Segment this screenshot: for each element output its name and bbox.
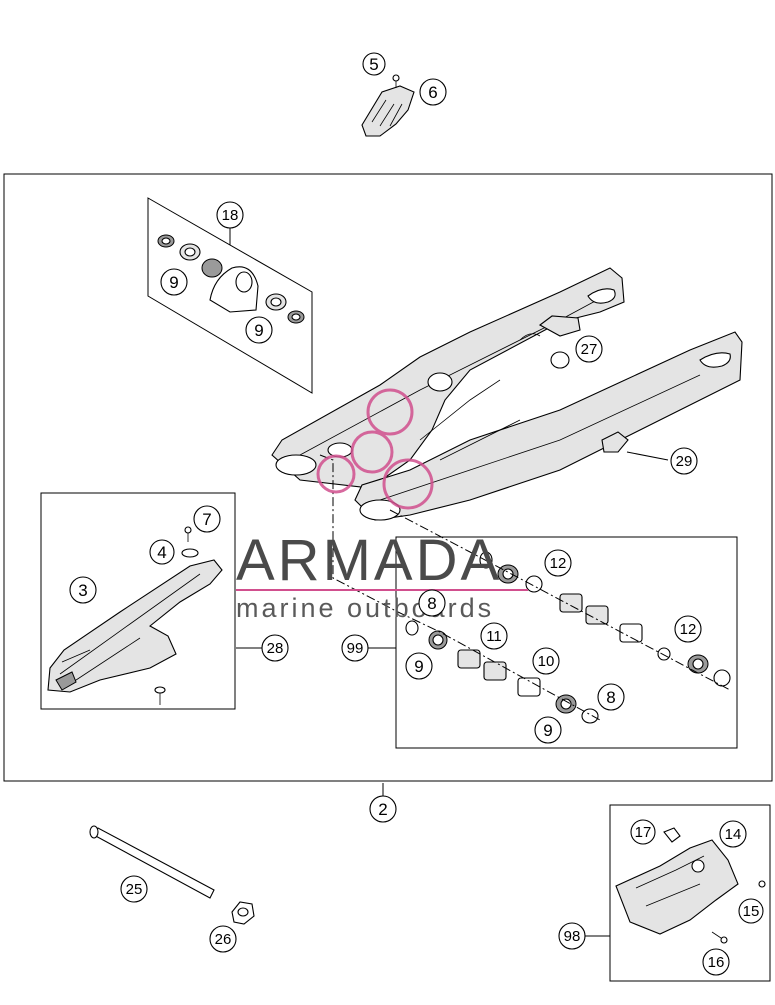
svg-text:5: 5 <box>369 55 378 74</box>
bearing-kit-box <box>147 197 313 394</box>
svg-text:25: 25 <box>126 881 143 898</box>
callout-15: 15 <box>738 898 764 924</box>
chain-guide-parts <box>615 827 766 944</box>
svg-text:17: 17 <box>635 824 652 841</box>
callout-16: 16 <box>702 948 730 976</box>
brand-logo-mark <box>316 388 434 510</box>
main-assembly-frame <box>3 173 773 782</box>
svg-text:11: 11 <box>486 628 502 645</box>
svg-text:8: 8 <box>606 688 615 707</box>
callout-9-a: 9 <box>160 268 188 296</box>
callout-9-b: 9 <box>245 316 273 344</box>
svg-text:9: 9 <box>254 321 263 340</box>
callout-10: 10 <box>532 647 560 675</box>
bearing-kit-parts <box>157 234 305 324</box>
callout-11: 11 <box>480 622 508 650</box>
chain-slider-box <box>40 492 236 710</box>
callout-3: 3 <box>69 576 97 604</box>
callout-7: 7 <box>193 505 221 533</box>
callout-14: 14 <box>719 820 747 848</box>
svg-text:12: 12 <box>680 621 697 638</box>
seal-27-part <box>550 351 570 369</box>
callout-25: 25 <box>120 875 148 903</box>
callout-8-b: 8 <box>597 683 625 711</box>
callout-12-a: 12 <box>544 549 572 577</box>
callout-17: 17 <box>630 819 656 845</box>
callout-26: 26 <box>209 925 237 953</box>
svg-text:16: 16 <box>708 954 725 971</box>
svg-text:15: 15 <box>743 903 760 920</box>
callout-9-c: 9 <box>405 652 433 680</box>
svg-text:28: 28 <box>267 640 284 657</box>
svg-text:4: 4 <box>157 543 166 562</box>
callout-98: 98 <box>558 922 586 950</box>
bearing-set-box <box>395 536 738 749</box>
svg-text:3: 3 <box>78 581 87 600</box>
svg-text:18: 18 <box>222 207 239 224</box>
svg-text:7: 7 <box>202 510 211 529</box>
svg-text:98: 98 <box>564 928 581 945</box>
watermark-title: ARMADA <box>236 528 502 593</box>
svg-text:9: 9 <box>169 273 178 292</box>
swingarm-part <box>271 267 743 521</box>
callout-9-d: 9 <box>534 716 562 744</box>
svg-text:26: 26 <box>215 931 232 948</box>
svg-text:8: 8 <box>427 594 436 613</box>
svg-text:6: 6 <box>428 83 437 102</box>
svg-text:27: 27 <box>581 341 598 358</box>
svg-text:99: 99 <box>347 640 364 657</box>
svg-text:2: 2 <box>378 800 387 819</box>
callout-28: 28 <box>261 634 289 662</box>
callout-99: 99 <box>341 634 369 662</box>
callout-2: 2 <box>369 795 397 823</box>
chain-guide-box <box>609 804 771 982</box>
callout-27: 27 <box>575 335 603 363</box>
watermark-subtitle: marine outboards <box>236 593 494 623</box>
svg-text:29: 29 <box>676 453 693 470</box>
callout-5: 5 <box>362 52 386 76</box>
callout-8-a: 8 <box>418 589 446 617</box>
bearing-set-parts <box>405 551 731 724</box>
callout-12-b: 12 <box>674 615 702 643</box>
axle-parts <box>89 825 255 925</box>
callout-18: 18 <box>216 201 244 229</box>
chain-block-part <box>361 74 415 137</box>
callout-6: 6 <box>419 78 447 106</box>
leader-lines <box>229 228 669 937</box>
callout-29: 29 <box>670 447 698 475</box>
svg-text:10: 10 <box>538 653 555 670</box>
assembly-axis-line-2 <box>389 509 731 691</box>
svg-text:9: 9 <box>414 657 423 676</box>
svg-text:9: 9 <box>543 721 552 740</box>
svg-text:12: 12 <box>550 555 567 572</box>
chain-slider-parts <box>47 526 223 705</box>
svg-text:14: 14 <box>725 826 742 843</box>
callout-4: 4 <box>149 539 175 565</box>
